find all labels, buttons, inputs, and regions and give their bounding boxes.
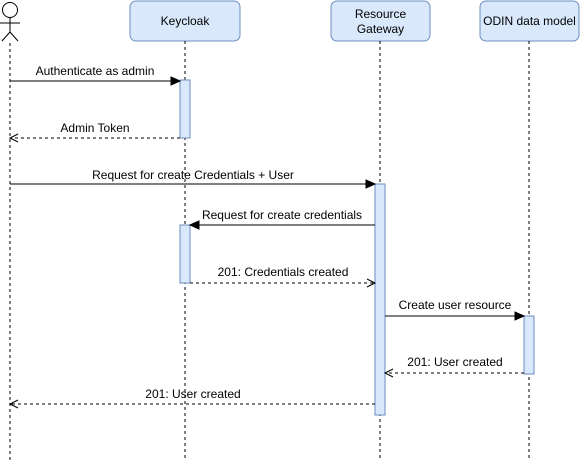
message-request-create-credentials: Request for create credentials	[188, 208, 375, 230]
message-create-user-resource: Create user resource	[385, 298, 526, 321]
message-credentials-created: 201: Credentials created	[190, 265, 377, 288]
keycloak-activation-2	[179, 224, 191, 284]
message-user-created-from-odin: 201: User created	[383, 355, 524, 378]
resource-gateway-label-line2: Gateway	[357, 22, 404, 36]
resource-gateway-label-line1: Resource	[355, 7, 407, 21]
participant-odin-data-model: ODIN data model	[479, 0, 580, 42]
odin-label: ODIN data model	[483, 14, 576, 28]
admin-actor	[0, 2, 20, 42]
resource-gateway-activation	[374, 183, 386, 416]
message-user-created-to-admin-label: 201: User created	[145, 387, 240, 401]
participant-resource-gateway: Resource Gateway	[330, 0, 431, 42]
odin-activation	[523, 315, 535, 375]
message-user-created-to-admin: 201: User created	[8, 387, 375, 409]
message-request-create-credentials-label: Request for create credentials	[202, 208, 362, 222]
message-request-create-credentials-user: Request for create Credentials + User	[10, 168, 377, 189]
keycloak-activation-1	[179, 79, 191, 139]
message-authenticate: Authenticate as admin	[10, 64, 182, 86]
message-credentials-created-label: 201: Credentials created	[218, 265, 349, 279]
message-create-user-resource-label: Create user resource	[399, 298, 512, 312]
participant-keycloak: Keycloak	[129, 0, 241, 42]
message-admin-token: Admin Token	[8, 121, 180, 143]
message-request-create-credentials-user-label: Request for create Credentials + User	[92, 168, 294, 182]
message-authenticate-label: Authenticate as admin	[36, 64, 155, 78]
message-user-created-from-odin-label: 201: User created	[407, 355, 502, 369]
keycloak-label: Keycloak	[161, 14, 211, 28]
message-admin-token-label: Admin Token	[60, 121, 129, 135]
